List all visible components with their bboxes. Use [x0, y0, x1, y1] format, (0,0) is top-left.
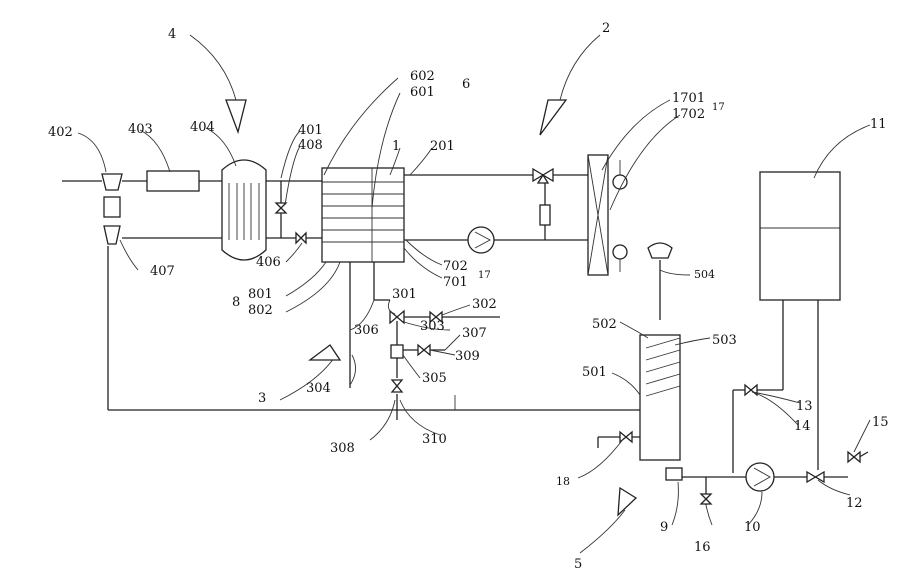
component-305	[391, 345, 403, 358]
label-2: 2	[602, 21, 610, 36]
label-1702: 1702	[672, 107, 705, 122]
label-305: 305	[422, 371, 447, 386]
label-12: 12	[846, 496, 863, 511]
label-310: 310	[422, 432, 447, 447]
label-702: 702	[443, 259, 468, 274]
component-5-tank	[640, 243, 682, 480]
valve-406	[296, 233, 306, 243]
label-303: 303	[420, 319, 445, 334]
label-306: 306	[354, 323, 379, 338]
label-11: 11	[870, 117, 887, 132]
pump-10	[746, 463, 774, 491]
label-309: 309	[455, 349, 480, 364]
label-404: 404	[190, 120, 215, 135]
label-403: 403	[128, 122, 153, 137]
label-17-mid: 17	[478, 270, 491, 281]
label-502: 502	[592, 317, 617, 332]
valve-16	[701, 494, 711, 504]
label-5: 5	[574, 557, 582, 572]
label-15: 15	[872, 415, 889, 430]
label-501: 501	[582, 365, 607, 380]
valve-401-bypass	[276, 203, 286, 213]
label-6: 6	[462, 77, 470, 92]
component-check-valve	[540, 205, 550, 225]
component-1-main-exchanger	[322, 168, 404, 262]
valve-12	[807, 472, 824, 482]
label-3: 3	[258, 391, 266, 406]
label-308: 308	[330, 441, 355, 456]
label-406: 406	[256, 255, 281, 270]
label-14: 14	[794, 419, 811, 434]
label-201: 201	[430, 139, 455, 154]
label-802: 802	[248, 303, 273, 318]
valve-310	[392, 380, 402, 392]
valve-309	[418, 345, 430, 355]
component-404-heat-exchanger	[222, 160, 266, 260]
label-504: 504	[694, 268, 715, 281]
label-307: 307	[462, 326, 487, 341]
valve-15	[848, 452, 860, 462]
label-16: 16	[694, 540, 711, 555]
label-602: 602	[410, 69, 435, 84]
label-10: 10	[744, 520, 761, 535]
label-304: 304	[306, 381, 331, 396]
label-701: 701	[443, 275, 468, 290]
component-2-cooling-tower	[588, 155, 627, 275]
label-1701: 1701	[672, 91, 705, 106]
label-408: 408	[298, 138, 323, 153]
label-801: 801	[248, 287, 273, 302]
label-402: 402	[48, 125, 73, 140]
label-18: 18	[556, 475, 570, 488]
label-302: 302	[472, 297, 497, 312]
component-403-filter	[147, 171, 199, 191]
label-503: 503	[712, 333, 737, 348]
label-8: 8	[232, 295, 240, 310]
label-13: 13	[796, 399, 813, 414]
component-11-tower-tank	[760, 172, 840, 300]
label-9: 9	[660, 520, 668, 535]
valve-three-way-2	[533, 169, 553, 183]
component-402-separator	[102, 174, 122, 244]
label-1: 1	[392, 139, 400, 154]
label-301: 301	[392, 287, 417, 302]
label-17-top: 17	[712, 102, 725, 113]
label-601: 601	[410, 85, 435, 100]
pump-return	[468, 227, 494, 253]
label-4: 4	[168, 27, 176, 42]
label-407: 407	[150, 264, 175, 279]
label-401: 401	[298, 123, 323, 138]
